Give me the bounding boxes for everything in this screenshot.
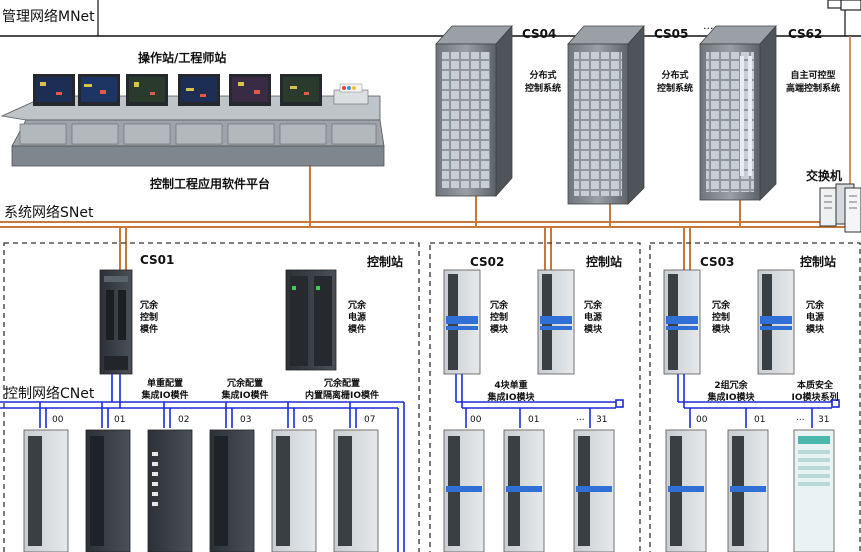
cabinet-cs04-desc: 分布式控制系统: [524, 71, 561, 94]
io-address: 01: [114, 415, 126, 425]
cs03-io-modules: [665, 429, 835, 552]
operator-station-title: 操作站/工程师站: [138, 51, 227, 65]
snet-line: [0, 160, 861, 270]
cabinet-cs05-desc: 分布式控制系统: [656, 71, 693, 94]
io-address: 31: [596, 415, 608, 425]
cs03-power-module: [757, 269, 795, 375]
cabinet-cs62: [699, 24, 777, 201]
io-address: 01: [754, 415, 766, 425]
io-address: 31: [818, 415, 830, 425]
cs02-ctrl-label: 冗余控制模块: [490, 301, 509, 335]
top-switch-partial: [827, 0, 861, 11]
station-cs01-label: 控制站: [367, 255, 404, 269]
station-cs03-id: CS03: [700, 255, 735, 269]
cs03-controller-module: [663, 269, 701, 375]
cnet-label: 控制网络CNet: [4, 386, 95, 402]
io-address: 05: [302, 415, 314, 425]
cnet-bus-cs03: [677, 374, 840, 428]
station-cs01-id: CS01: [140, 253, 175, 267]
cs02-io-group: 4块单重集成IO模块: [487, 381, 535, 403]
cs02-power-module: [537, 269, 575, 375]
cnet-bus-cs02: [455, 374, 624, 428]
cs01-io-modules: [23, 429, 379, 552]
ellipsis-cs03: ...: [796, 413, 805, 423]
cabinet-cs62-id: CS62: [788, 27, 823, 41]
cs01-ctrl-label: 冗余控制模件: [140, 301, 159, 335]
cs02-io-modules: [443, 429, 615, 552]
switch-label: 交换机: [806, 169, 843, 183]
cabinet-cs04: [435, 24, 513, 198]
cs01-io-group-3: 冗余配置内置隔离栅IO模件: [305, 379, 379, 401]
mnet-label: 管理网络MNet: [2, 9, 95, 25]
cabinet-cs04-id: CS04: [522, 27, 557, 41]
platform-label: 控制工程应用软件平台: [150, 177, 271, 191]
cs01-power-module: [285, 269, 337, 371]
operator-console: [0, 74, 385, 167]
ellipsis-cabinets: ...: [703, 19, 714, 32]
cs01-power-label: 冗余电源模件: [348, 301, 367, 335]
io-address: 00: [52, 415, 64, 425]
network-switch: [819, 36, 861, 233]
cs03-ctrl-label: 冗余控制模块: [712, 301, 731, 335]
cnet-bus-cs01: [0, 374, 405, 552]
io-address: 01: [528, 415, 540, 425]
cs02-power-label: 冗余电源模块: [584, 301, 603, 335]
station-cs02-label: 控制站: [586, 255, 623, 269]
station-cs02-id: CS02: [470, 255, 505, 269]
io-address: 02: [178, 415, 190, 425]
cs03-power-label: 冗余电源模块: [806, 301, 825, 335]
cabinet-cs05: [567, 24, 645, 205]
cs03-io-group-1: 2组冗余集成IO模块: [707, 381, 755, 403]
cs02-controller-module: [443, 269, 481, 375]
cabinet-cs05-id: CS05: [654, 27, 689, 41]
io-address: 00: [470, 415, 482, 425]
station-boxes: [3, 242, 861, 552]
cs01-io-group-2: 冗余配置集成IO模件: [221, 379, 269, 401]
snet-label: 系统网络SNet: [4, 205, 94, 221]
io-address: 03: [240, 415, 252, 425]
cabinet-cs62-desc: 自主可控型高端控制系统: [785, 71, 840, 94]
ellipsis-cs02: ...: [576, 413, 585, 423]
io-address: 00: [696, 415, 708, 425]
cs01-io-group-1: 单重配置集成IO模件: [141, 379, 189, 401]
io-address: 07: [364, 415, 376, 425]
cs01-controller-module: [99, 269, 133, 375]
station-cs03-label: 控制站: [800, 255, 837, 269]
